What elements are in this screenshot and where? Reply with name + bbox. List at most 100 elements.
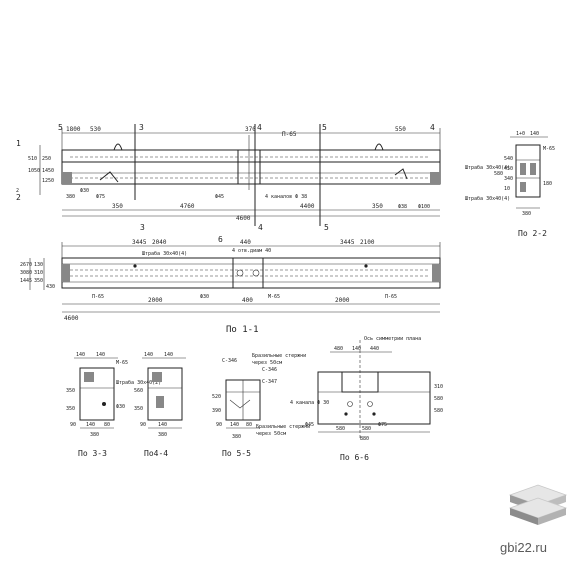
elevation-view: 1800 530 370 550 3 4 5 4 5 1 2 510 1050 … (16, 123, 441, 232)
label-plan-p65-right: П-65 (385, 294, 397, 300)
dim-66-bot-1: 580 (336, 426, 345, 432)
dim-55-left-1: 520 (212, 394, 221, 400)
dim-plan-top-4: 3445 (340, 239, 355, 246)
label-33-f30: Ф30 (116, 404, 125, 410)
dim-plan-left-1: 2670 (20, 262, 32, 268)
label-55-c347: С-347 (262, 379, 277, 385)
watermark-text: gbi22.ru (500, 540, 547, 555)
label-55-step-bot: через 50см (256, 431, 286, 437)
label-33-shtraba: Штраба 30х40(2) (116, 379, 161, 386)
section-3-3: 140 140 М-65 Штраба 30х40(2) Ф30 350 350… (66, 352, 161, 458)
dim-elev-top-3: 370 (245, 126, 256, 133)
dim-elev-bot-2: Ф30 (80, 188, 89, 194)
dim-55-left-2: 390 (212, 408, 221, 414)
dim-elev-left-5: 1250 (42, 178, 54, 184)
dim-55-bot-2: 140 (230, 422, 239, 428)
label-elev-f45: Ф45 (215, 194, 224, 200)
dim-22-left-5: 10 (504, 186, 510, 192)
cut-mark-5b: 5 (58, 123, 63, 132)
dim-plan-left-4: 130 (34, 262, 43, 268)
label-55-c346-top: С-346 (222, 358, 237, 364)
dim-elev-left-1: 510 (28, 156, 37, 162)
label-55-c346: С-346 (262, 367, 277, 373)
dim-22-bottom: 380 (522, 211, 531, 217)
label-22-shtraba-2: Штраба 30х40(4) (465, 195, 510, 202)
dim-44-bot-1: 90 (140, 422, 146, 428)
title-66: По 6-6 (340, 453, 369, 462)
dim-44-left-2: 350 (134, 406, 143, 412)
label-elev-channels: 4 каналов Ф 38 (265, 194, 307, 200)
dim-plan-top-5: 2100 (360, 239, 375, 246)
label-66-f45: Ф45 (305, 422, 314, 428)
section-5-5: С-346 Бразильные стержни через 50см С-34… (212, 353, 310, 458)
dim-elev-top-2: 530 (90, 126, 101, 133)
dim-33-bot-1: 90 (70, 422, 76, 428)
dim-33-bot-3: 80 (104, 422, 110, 428)
title-55: По 5-5 (222, 449, 251, 458)
dim-elev-bot-9: Ф100 (418, 204, 430, 210)
dim-44-bot-2: 140 (158, 422, 167, 428)
section-2-2: 1+0 140 М-65 Штраба 30х40(4) Штраба 30х4… (465, 131, 555, 238)
dim-elev-bot-5: 4760 (180, 203, 195, 210)
plan-view: 3445 2040 440 3445 2100 6 2670 3080 1445… (20, 235, 441, 335)
dim-55-bot-3: 80 (246, 422, 252, 428)
dim-55-bot-4: 380 (232, 434, 241, 440)
dim-plan-left-7: 430 (46, 284, 55, 290)
cut-mark-6: 6 (218, 235, 223, 244)
dim-44-top-2: 140 (164, 352, 173, 358)
dim-plan-left-6: 350 (34, 278, 43, 284)
label-elev-p65: П-65 (282, 131, 297, 138)
dim-44-top-1: 140 (144, 352, 153, 358)
cut-mark-4b: 4 (430, 123, 435, 132)
cut-mark-5: 5 (322, 123, 327, 132)
dim-plan-left-5: 310 (34, 270, 43, 276)
dim-66-bot-3: 880 (360, 436, 369, 442)
stacked-slabs-logo (508, 484, 568, 525)
cut-mark-bot-4: 4 (258, 223, 263, 232)
dim-plan-total: 4600 (64, 315, 79, 322)
dim-33-top-2: 140 (96, 352, 105, 358)
label-66-f75: Ф75 (378, 422, 387, 428)
title-33: По 3-3 (78, 449, 107, 458)
cut-mark-bot-3: 3 (140, 223, 145, 232)
dim-44-left-1: 560 (134, 388, 143, 394)
dim-66-right-1: 310 (434, 384, 443, 390)
dim-33-bot-2: 140 (86, 422, 95, 428)
title-22: По 2-2 (518, 229, 547, 238)
cut-mark-3: 3 (139, 123, 144, 132)
dim-plan-bot-1: 2000 (148, 297, 163, 304)
dim-elev-bot-3: Ф75 (96, 194, 105, 200)
dim-plan-top-2: 2040 (152, 239, 167, 246)
label-plan-m65: М-65 (268, 294, 280, 300)
dim-elev-bot-6: 4400 (300, 203, 315, 210)
dim-22-left-6: 180 (543, 181, 552, 187)
dim-22-top-1: 1+0 (516, 131, 525, 137)
dim-elev-total: 4600 (236, 215, 251, 222)
title-44: По4-4 (144, 449, 168, 458)
dim-66-right-3: 580 (434, 408, 443, 414)
dim-33-left-2: 350 (66, 406, 75, 412)
dim-elev-left-3: 250 (42, 156, 51, 162)
dim-plan-bot-3: 2000 (335, 297, 350, 304)
label-22-shtraba-1: Штраба 30х40(4) (465, 164, 510, 171)
dim-22-left-2: 540 (504, 156, 513, 162)
dim-elev-left-2: 1050 (28, 168, 40, 174)
label-33-m65: М-65 (116, 360, 128, 366)
dim-elev-left-6: 2 (16, 188, 19, 194)
dim-elev-left-4: 1450 (42, 168, 54, 174)
dim-elev-top-1: 1800 (66, 126, 81, 133)
dim-plan-bot-2: 400 (242, 297, 253, 304)
dim-33-top-1: 140 (76, 352, 85, 358)
cut-mark-bot-5: 5 (324, 223, 329, 232)
label-plan-shtraba: Штраба 30х40(4) (142, 250, 187, 257)
dim-elev-bot-1: 380 (66, 194, 75, 200)
dim-elev-bot-7: 350 (372, 203, 383, 210)
dim-elev-bot-4: 350 (112, 203, 123, 210)
label-plan-holes: 4 отв.диам 40 (232, 248, 271, 254)
label-55-bars-bot: Бразильные стержни (256, 424, 310, 430)
label-plan-f30: Ф30 (200, 294, 209, 300)
dim-plan-top-1: 3445 (132, 239, 147, 246)
dim-22-left-4: 340 (504, 176, 513, 182)
section-4-4: 140 140 560 350 90 140 380 По4-4 (134, 352, 186, 458)
